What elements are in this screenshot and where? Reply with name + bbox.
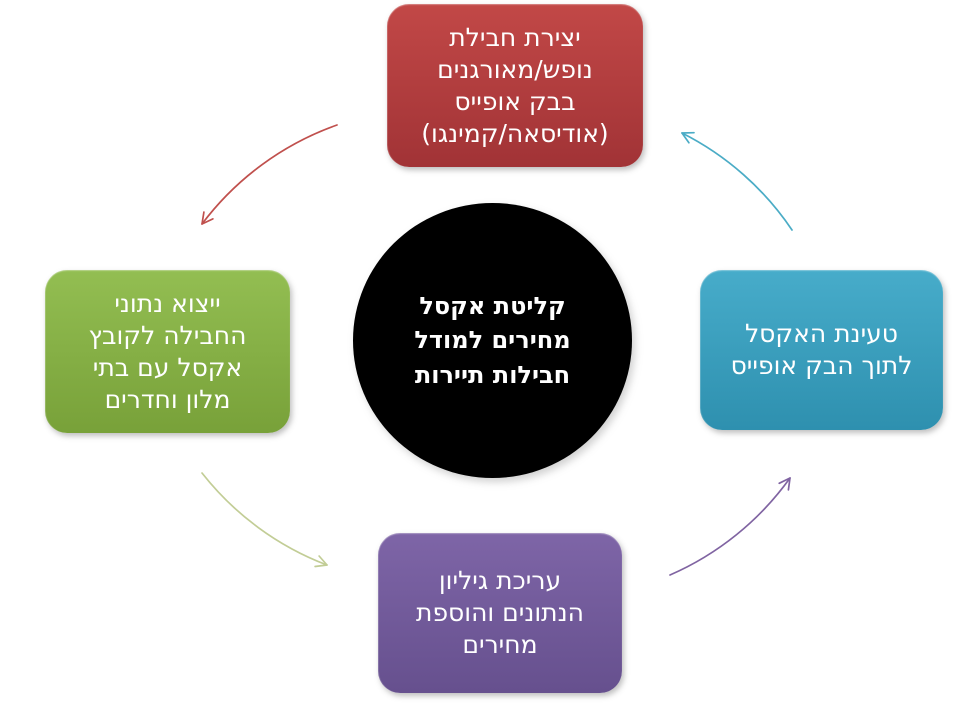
node-edit-sheet-label: עריכת גיליון הנתונים והוספת מחירים <box>416 566 584 659</box>
node-load-excel: טעינת האקסל לתוך הבק אופייס <box>700 270 943 430</box>
node-create-package: יצירת חבילת נופש/מאורגנים בבק אופייס (או… <box>387 4 643 167</box>
center-node: קליטת אקסל מחירים למודל חבילות תיירות <box>353 203 632 478</box>
node-export-package-data: ייצוא נתוני החבילה לקובץ אקסל עם בתי מלו… <box>45 270 290 433</box>
arrow-create-to-export <box>201 124 338 225</box>
arrow-edit-to-load <box>669 477 791 576</box>
node-create-package-label: יצירת חבילת נופש/מאורגנים בבק אופייס (או… <box>421 22 609 148</box>
node-load-excel-label: טעינת האקסל לתוך הבק אופייס <box>730 319 913 380</box>
arrow-export-to-edit <box>201 472 328 568</box>
center-node-label: קליטת אקסל מחירים למודל חבילות תיירות <box>414 292 571 389</box>
arrow-load-to-create <box>681 131 793 231</box>
node-edit-sheet: עריכת גיליון הנתונים והוספת מחירים <box>378 533 622 693</box>
node-export-package-data-label: ייצוא נתוני החבילה לקובץ אקסל עם בתי מלו… <box>88 288 247 414</box>
